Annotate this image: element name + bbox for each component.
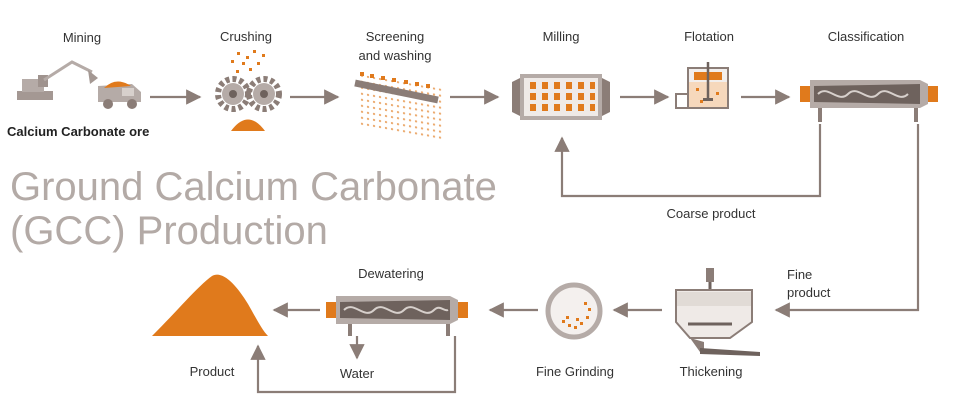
mill-icon <box>512 74 610 120</box>
label-product: Product <box>190 364 235 379</box>
label-mining: Mining <box>63 30 101 45</box>
screening-icon <box>354 72 444 142</box>
label-classification: Classification <box>828 29 905 44</box>
label-crushing: Crushing <box>220 29 272 44</box>
classifier-icon <box>800 80 938 122</box>
page-title-line1: Ground Calcium Carbonate <box>10 165 497 209</box>
fine-grinding-mill-icon <box>545 282 603 340</box>
label-screening-2: and washing <box>359 48 432 63</box>
label-ore: Calcium Carbonate ore <box>7 124 149 139</box>
label-fine-1: Fine <box>787 267 812 282</box>
label-water: Water <box>340 366 375 381</box>
mining-equipment-icon <box>17 60 141 109</box>
label-fine-2: product <box>787 285 831 300</box>
label-dewatering: Dewatering <box>358 266 424 281</box>
arrow-coarse-return <box>554 124 822 198</box>
dewatering-centrifuge-icon <box>326 296 468 336</box>
label-fine-grinding: Fine Grinding <box>536 364 614 379</box>
label-flotation: Flotation <box>684 29 734 44</box>
label-screening-1: Screening <box>366 29 425 44</box>
thickener-icon <box>675 268 760 356</box>
flotation-cell-icon <box>675 62 729 109</box>
label-milling: Milling <box>543 29 580 44</box>
page-title-line2: (GCC) Production <box>10 209 328 253</box>
label-coarse-product: Coarse product <box>667 206 756 221</box>
product-pile-icon <box>152 274 268 336</box>
arrow-fine-product <box>774 124 920 318</box>
label-thickening: Thickening <box>680 364 743 379</box>
crusher-icon <box>215 50 282 131</box>
arrow-product-return <box>250 336 457 394</box>
